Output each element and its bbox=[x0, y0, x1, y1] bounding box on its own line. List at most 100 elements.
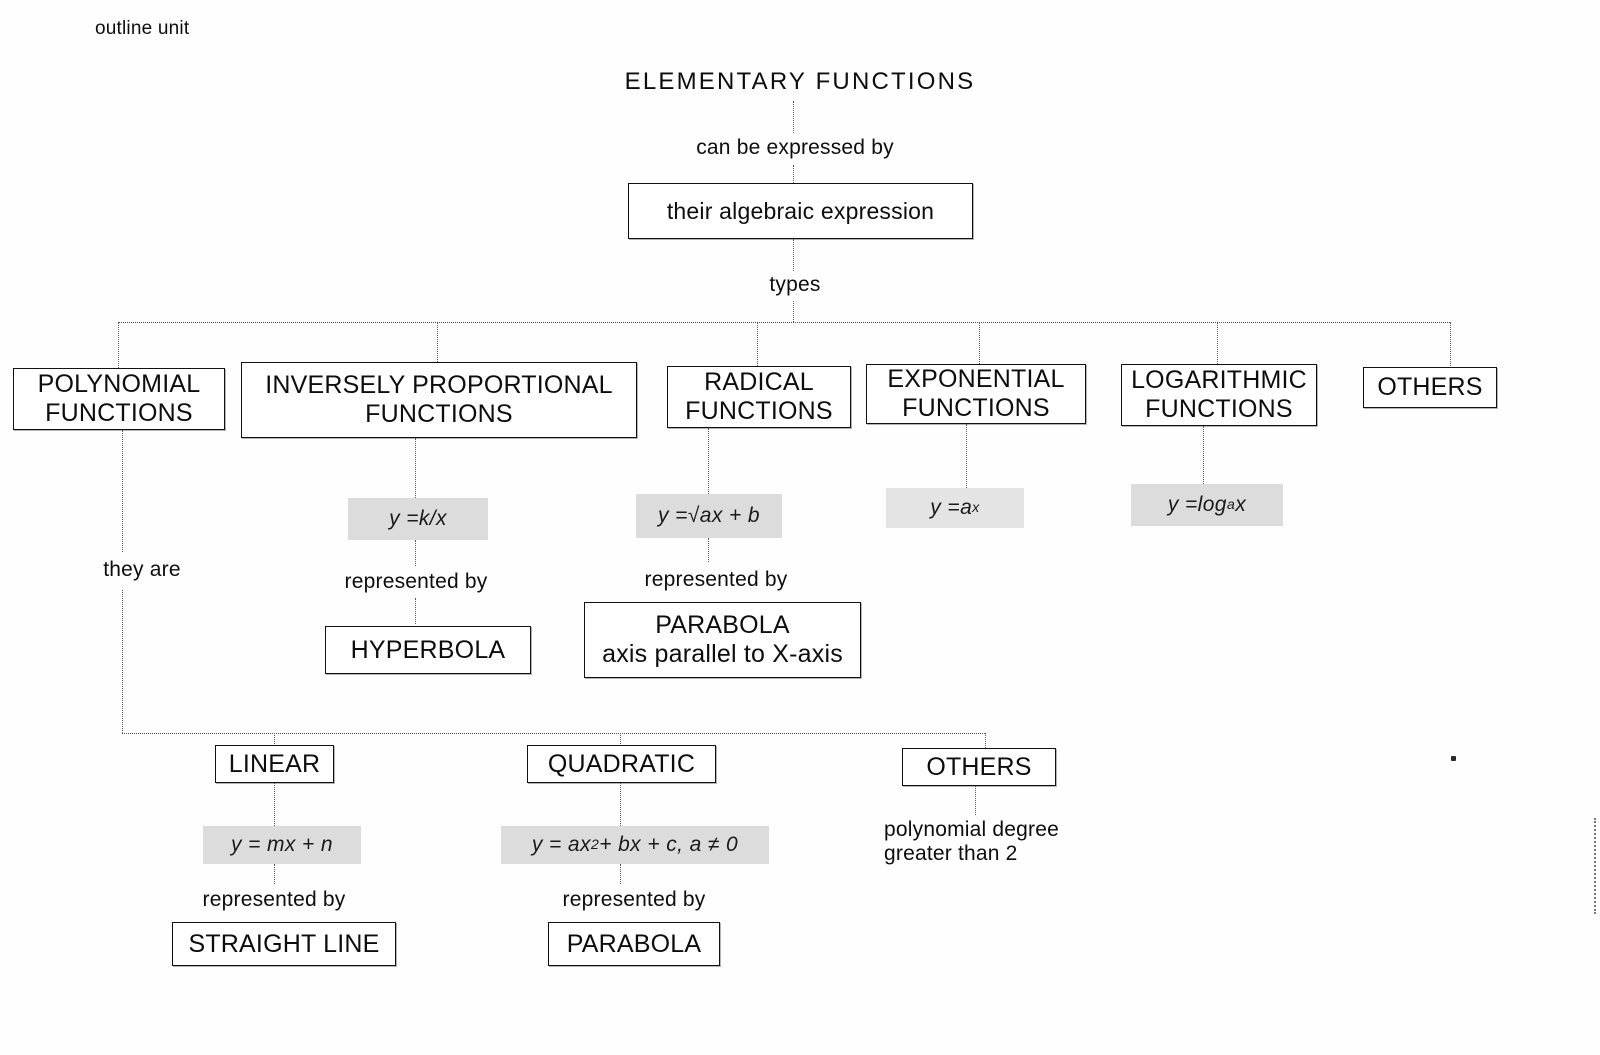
box-algebraic-expression[interactable]: their algebraic expression bbox=[628, 183, 973, 239]
box-exponential-line1: EXPONENTIAL bbox=[887, 365, 1065, 393]
connector-types-to-bracket bbox=[793, 301, 794, 322]
formula-linear-text: y = mx + n bbox=[230, 833, 334, 856]
box-exponential-functions[interactable]: EXPONENTIAL FUNCTIONS bbox=[866, 364, 1086, 424]
box-quadratic-label: QUADRATIC bbox=[547, 749, 696, 778]
connector-logarithmic-to-formula bbox=[1203, 426, 1204, 484]
bracket-drop-exponential bbox=[979, 322, 980, 368]
box-others-top[interactable]: OTHERS bbox=[1363, 367, 1497, 408]
box-parabola-label: PARABOLA bbox=[566, 929, 702, 958]
connector-radical-to-formula bbox=[708, 428, 709, 494]
formula-radical: y = √ax + b bbox=[636, 494, 782, 538]
box-radical-functions[interactable]: RADICAL FUNCTIONS bbox=[667, 366, 851, 428]
box-polynomial-line1: POLYNOMIAL bbox=[37, 370, 201, 398]
box-algebraic-expression-label: their algebraic expression bbox=[666, 197, 935, 224]
note-others-polynomial: polynomial degree greater than 2 bbox=[884, 818, 1124, 874]
formula-quadratic-exp: 2 bbox=[590, 837, 600, 853]
formula-exponential-base: a bbox=[960, 496, 973, 519]
box-logarithmic-functions[interactable]: LOGARITHMIC FUNCTIONS bbox=[1121, 364, 1317, 426]
connector-polynomial-down-lower bbox=[122, 590, 123, 733]
formula-logarithmic-sub: a bbox=[1226, 497, 1236, 513]
connector-title-to-expressed bbox=[793, 101, 794, 133]
connector-radical-formula-to-label bbox=[708, 538, 709, 562]
bracket-types-horizontal bbox=[118, 322, 1450, 323]
box-exponential-line2: FUNCTIONS bbox=[902, 394, 1050, 422]
box-logarithmic-line1: LOGARITHMIC bbox=[1131, 366, 1307, 394]
connector-rootbox-to-types bbox=[793, 239, 794, 271]
box-parabola-x-axis[interactable]: PARABOLA axis parallel to X-axis bbox=[584, 602, 861, 678]
label-represented-by-parabola-x-text: represented by bbox=[644, 567, 788, 591]
box-inversely-line1: INVERSELY PROPORTIONAL bbox=[265, 371, 613, 399]
box-linear-label: LINEAR bbox=[228, 749, 321, 778]
box-others-polynomial[interactable]: OTHERS bbox=[902, 748, 1056, 786]
box-others-top-label: OTHERS bbox=[1377, 373, 1483, 401]
box-straight-line[interactable]: STRAIGHT LINE bbox=[172, 922, 396, 966]
box-polynomial-functions[interactable]: POLYNOMIAL FUNCTIONS bbox=[13, 368, 225, 430]
label-types: types bbox=[700, 271, 890, 299]
box-parabola[interactable]: PARABOLA bbox=[548, 922, 720, 966]
connector-polynomial-down-upper bbox=[122, 430, 123, 552]
formula-quadratic-lhs: y = ax bbox=[531, 833, 591, 856]
label-represented-by-hyperbola: represented by bbox=[325, 568, 507, 596]
label-can-be-expressed-by: can be expressed by bbox=[640, 133, 950, 163]
formula-inversely-proportional: y = k/x bbox=[348, 498, 488, 540]
scan-edge-line bbox=[1594, 818, 1596, 914]
bracket-drop-others-poly bbox=[985, 733, 986, 758]
connector-exponential-to-formula bbox=[966, 424, 967, 488]
label-represented-by-straight-line: represented by bbox=[183, 886, 365, 914]
box-polynomial-line2: FUNCTIONS bbox=[45, 399, 193, 427]
box-hyperbola[interactable]: HYPERBOLA bbox=[325, 626, 531, 674]
bracket-drop-others-top bbox=[1450, 322, 1451, 368]
box-linear[interactable]: LINEAR bbox=[215, 745, 334, 783]
outline-unit-label: outline unit bbox=[95, 18, 190, 39]
box-hyperbola-label: HYPERBOLA bbox=[350, 635, 506, 664]
bracket-drop-quadratic bbox=[620, 733, 621, 756]
bracket-drop-linear bbox=[274, 733, 275, 756]
box-quadratic[interactable]: QUADRATIC bbox=[527, 745, 716, 783]
scan-artifact-dot bbox=[1451, 756, 1456, 761]
box-parabola-x-axis-line2: axis parallel to X-axis bbox=[602, 640, 843, 668]
box-straight-line-label: STRAIGHT LINE bbox=[188, 929, 380, 958]
connector-quadratic-to-formula bbox=[620, 783, 621, 826]
note-others-polynomial-line1: polynomial degree bbox=[884, 818, 1060, 841]
label-can-be-expressed-by-text: can be expressed by bbox=[696, 135, 894, 159]
box-others-polynomial-label: OTHERS bbox=[926, 752, 1032, 781]
formula-logarithmic-lhs: y = bbox=[1167, 493, 1198, 516]
formula-radical-lhs: y = bbox=[658, 504, 688, 527]
formula-logarithmic-fn: log bbox=[1197, 493, 1227, 516]
bracket-polynomial-children-horizontal bbox=[122, 733, 985, 734]
box-radical-line2: FUNCTIONS bbox=[685, 397, 833, 425]
label-represented-by-parabola: represented by bbox=[543, 886, 725, 914]
formula-linear: y = mx + n bbox=[203, 826, 361, 864]
label-represented-by-straight-line-text: represented by bbox=[202, 887, 346, 911]
formula-inversely-lhs: y = bbox=[389, 507, 419, 530]
connector-quadratic-formula-to-label bbox=[620, 864, 621, 884]
formula-exponential-lhs: y = bbox=[930, 496, 961, 519]
formula-quadratic-rhs: + bx + c, a ≠ 0 bbox=[599, 833, 739, 856]
box-inversely-proportional-functions[interactable]: INVERSELY PROPORTIONAL FUNCTIONS bbox=[241, 362, 637, 438]
connector-others-poly-to-note bbox=[975, 786, 976, 815]
connector-inversely-formula-to-label bbox=[415, 540, 416, 566]
label-represented-by-parabola-text: represented by bbox=[562, 887, 706, 911]
connector-linear-formula-to-label bbox=[274, 864, 275, 884]
bracket-drop-polynomial bbox=[118, 322, 119, 368]
formula-inversely-rhs: k/x bbox=[418, 507, 447, 530]
box-logarithmic-line2: FUNCTIONS bbox=[1145, 395, 1293, 423]
bracket-drop-radical bbox=[757, 322, 758, 368]
outline-unit-note: outline unit bbox=[95, 18, 295, 46]
label-types-text: types bbox=[769, 272, 821, 296]
label-they-are-text: they are bbox=[103, 557, 181, 581]
bracket-drop-logarithmic bbox=[1217, 322, 1218, 368]
connector-expressed-to-rootbox bbox=[793, 165, 794, 183]
label-represented-by-parabola-x: represented by bbox=[625, 566, 807, 594]
box-inversely-line2: FUNCTIONS bbox=[365, 400, 513, 428]
page-title-label: ELEMENTARY FUNCTIONS bbox=[624, 68, 976, 96]
formula-logarithmic-arg: x bbox=[1235, 493, 1247, 516]
page-title: ELEMENTARY FUNCTIONS bbox=[600, 65, 1000, 99]
formula-exponential-exp: x bbox=[972, 500, 980, 516]
connector-label-to-hyperbola bbox=[415, 598, 416, 624]
box-radical-line1: RADICAL bbox=[704, 368, 814, 396]
